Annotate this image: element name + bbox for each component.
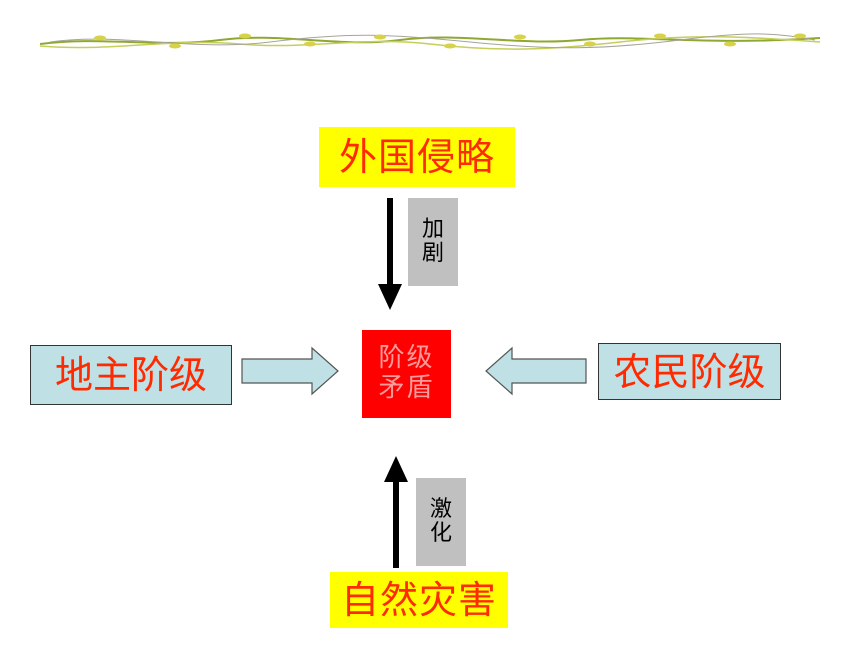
right-node-label: 农民阶级 — [613, 349, 766, 394]
center-node-line1: 阶级 — [378, 343, 435, 374]
bottom-node-natural-disasters: 自然灾害 — [330, 572, 508, 628]
top-down-arrow — [378, 198, 402, 310]
left-node-landlord-class: 地主阶级 — [30, 345, 232, 405]
left-node-label: 地主阶级 — [54, 353, 207, 397]
top-node-foreign-aggression: 外国侵略 — [319, 127, 515, 187]
left-block-arrow — [241, 346, 339, 396]
bottom-node-label: 自然灾害 — [340, 578, 497, 622]
bottom-arrow-tag-line2: 化 — [429, 521, 452, 546]
top-arrow-tag-line1: 加 — [421, 216, 444, 242]
right-block-arrow — [485, 346, 587, 396]
bottom-arrow-tag: 激 化 — [416, 478, 466, 566]
decorative-vine — [40, 33, 820, 50]
top-arrow-tag-line2: 剧 — [421, 241, 444, 266]
center-node-class-conflict: 阶级 矛盾 — [362, 330, 451, 418]
right-node-peasant-class: 农民阶级 — [598, 343, 781, 400]
bottom-arrow-tag-line1: 激 — [429, 496, 452, 522]
top-node-label: 外国侵略 — [338, 135, 495, 179]
bottom-up-arrow — [384, 456, 408, 568]
center-node-line2: 矛盾 — [378, 373, 435, 403]
top-arrow-tag: 加 剧 — [408, 198, 458, 286]
